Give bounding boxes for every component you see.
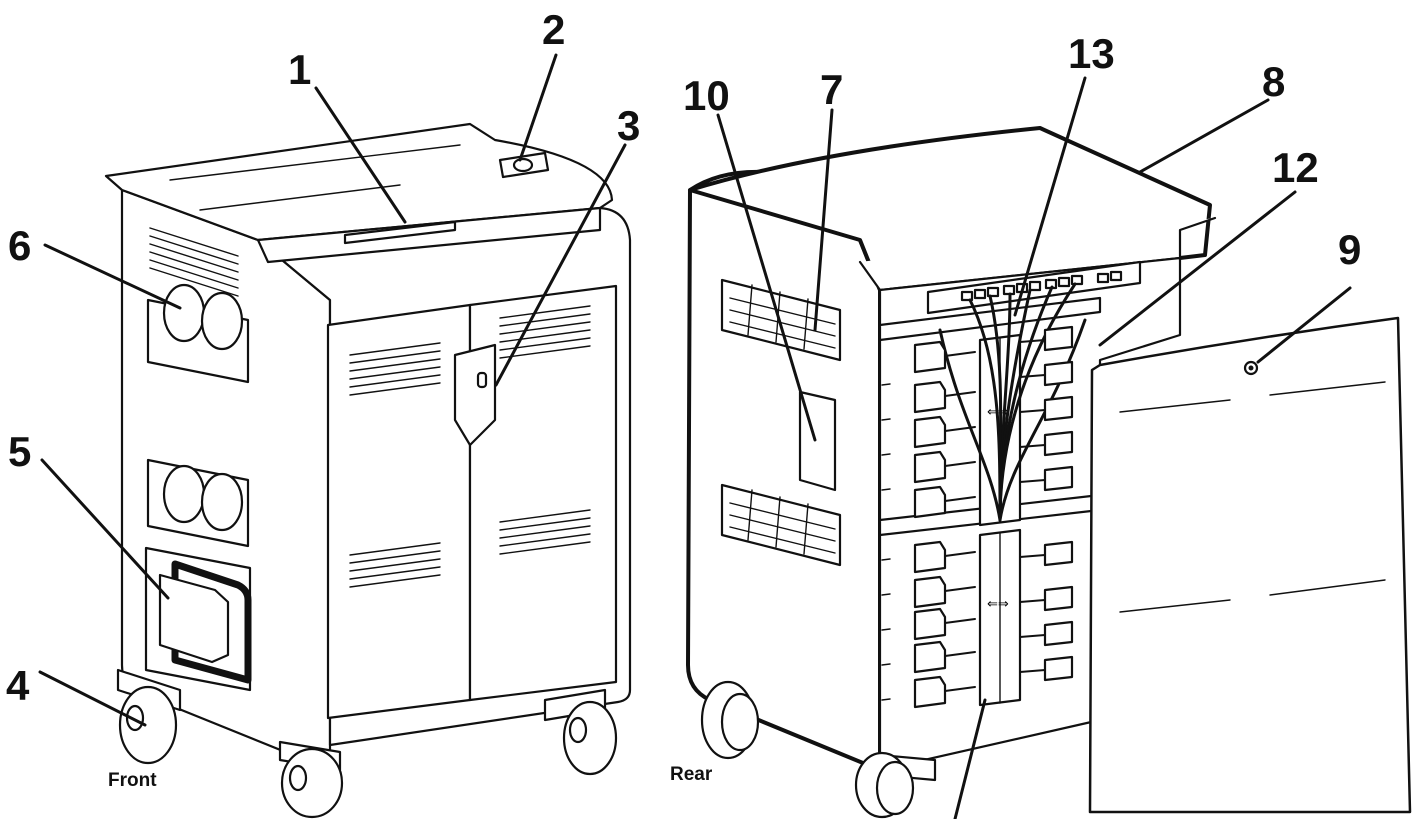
- front-cart-top-lid: [104, 122, 614, 242]
- front-side-port-left-upper: [162, 283, 206, 343]
- callout-numbers: 1 2 3 4 5 6 7 8 9 10 12 13: [6, 6, 1361, 709]
- rear-open-door: [1088, 316, 1412, 814]
- callout-4: 4: [6, 662, 30, 709]
- rear-switch-ports: [960, 270, 1123, 302]
- front-cart: [104, 122, 632, 819]
- front-left-door: [326, 303, 472, 720]
- callout-10: 10: [683, 72, 730, 119]
- callout-1: 1: [288, 46, 311, 93]
- leader-4: [38, 670, 147, 727]
- leader-1: [314, 86, 407, 224]
- leader-6: [43, 243, 182, 310]
- rear-cable-bundle: [938, 282, 1087, 522]
- front-caster-left-rear: [278, 740, 344, 819]
- rear-caster-left: [700, 680, 760, 760]
- front-side-port-right-lower: [200, 472, 244, 532]
- rear-view-label: Rear: [670, 764, 713, 785]
- callout-6: 6: [8, 222, 31, 269]
- front-caster-right: [543, 688, 618, 776]
- front-door-latch: [453, 343, 497, 447]
- callout-9: 9: [1338, 226, 1361, 273]
- rear-power-adapters-right: [1019, 325, 1074, 682]
- leader-13: [1013, 76, 1087, 317]
- rear-slot-marks: [881, 383, 891, 701]
- front-view-label: Front: [108, 770, 157, 791]
- callout-7: 7: [820, 66, 843, 113]
- leader-5: [40, 458, 170, 600]
- callout-2: 2: [542, 6, 565, 53]
- rear-cart: ⇐⇒ ⇐⇒: [686, 126, 1412, 819]
- leader-3: [494, 143, 627, 387]
- front-side-port-left-lower: [162, 464, 206, 524]
- callout-8: 8: [1262, 58, 1285, 105]
- rear-power-adapters-left: [913, 340, 976, 709]
- front-side-port-right-upper: [200, 291, 244, 351]
- leader-lines: [38, 53, 1352, 819]
- leader-8: [1138, 98, 1270, 174]
- callout-12: 12: [1272, 144, 1319, 191]
- front-door-vents: [349, 305, 591, 588]
- rear-cart-side-panel: [686, 169, 882, 772]
- leader-2: [518, 53, 558, 162]
- rear-caster-right: [854, 751, 937, 819]
- leader-10: [716, 113, 817, 442]
- front-side-vent: [149, 227, 239, 297]
- leader-12: [1098, 190, 1297, 347]
- front-top-handle-slot: [343, 220, 457, 245]
- callout-13: 13: [1068, 30, 1115, 77]
- channel-arrow-lower: ⇐⇒: [987, 596, 1009, 611]
- callout-3: 3: [617, 102, 640, 149]
- leader-7: [813, 108, 834, 332]
- rear-side-vent-lower: [720, 483, 842, 567]
- leader-9: [1256, 286, 1352, 364]
- front-top-lock-cylinder: [512, 157, 534, 173]
- callout-5: 5: [8, 428, 31, 475]
- leader-bottom: [953, 698, 987, 819]
- front-caster-left-front: [116, 668, 182, 765]
